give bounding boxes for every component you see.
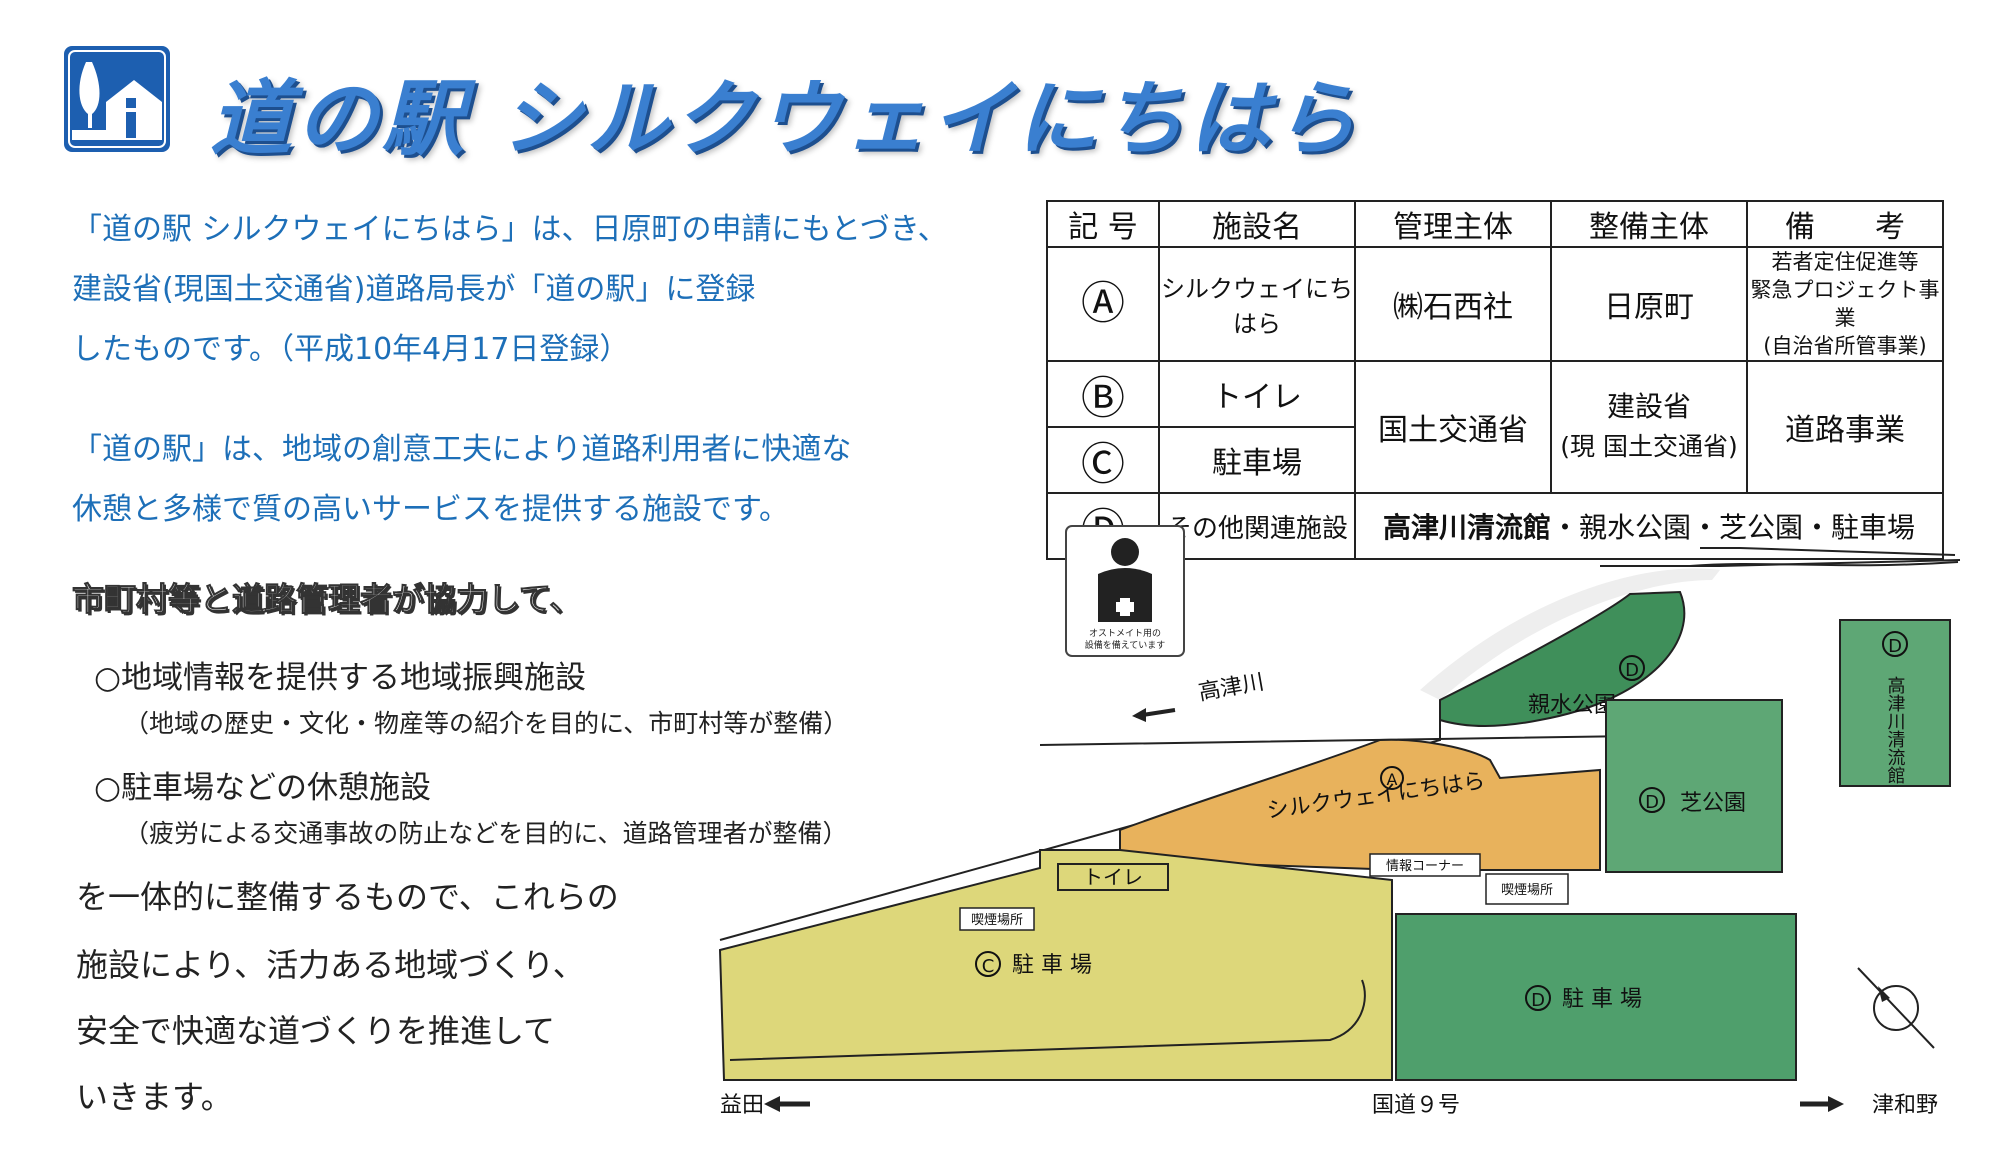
toilet-label: トイレ (1083, 865, 1143, 889)
person-icon (1111, 538, 1139, 566)
symbol-d-shiba: D (1645, 792, 1659, 813)
smoking-label-2: 喫煙場所 (1501, 883, 1553, 898)
parking-d-label: 駐 車 場 (1562, 987, 1642, 1012)
intro-line: 建設省(現国土交通省)道路局長が「道の駅」に登録 (72, 272, 756, 307)
shinsui-park-label: 親水公園 (1528, 693, 1616, 718)
header-note: 備 考 (1746, 200, 1944, 248)
builder-bc-line: (現 国土交通省) (1560, 432, 1738, 461)
builder-a: 日原町 (1550, 246, 1748, 362)
person-body-icon (1098, 568, 1152, 622)
shiba-park-label: 芝公園 (1680, 791, 1746, 816)
facilities-d-main: 高津川清流館 (1382, 511, 1551, 544)
closing-line: を一体的に整備するもので、これらの (76, 878, 619, 916)
intro-line: 「道の駅 シルクウェイにちはら」は、日原町の申請にもとづき、 (72, 212, 948, 247)
ostomate-sign: オストメイト用の 設備を備えています (1065, 525, 1185, 657)
info-corner-label: 情報コーナー (1386, 859, 1464, 874)
symbol-d-parking: D (1531, 990, 1545, 1011)
seiryukan-building (1839, 619, 1951, 787)
station-building-area (1119, 738, 1601, 871)
intro-paragraph-1: 「道の駅 シルクウェイにちはら」は、日原町の申請にもとづき、 建設省(現国土交通… (72, 200, 948, 380)
route-label: 国道９号 (1372, 1093, 1460, 1118)
facility-name-a: シルクウェイにちはら (1158, 246, 1356, 362)
header-manager: 管理主体 (1354, 200, 1552, 248)
shiba-park (1605, 699, 1783, 873)
intro-paragraph-2: 「道の駅」は、地域の創意工夫により道路利用者に快適な 休憩と多様で質の高いサービ… (72, 420, 851, 540)
symbol-d-shinsui: D (1625, 660, 1639, 681)
item-note-rest-facility: （疲労による交通事故の防止などを目的に、道路管理者が整備） (124, 819, 848, 848)
right-destination-label: 津和野 (1872, 1093, 1938, 1118)
symbol-c-parking: C (982, 956, 995, 977)
facilities-d: 高津川清流館・親水公園・芝公園・駐車場 (1354, 492, 1944, 560)
closing-line: 安全で快適な道づくりを推進して (76, 1012, 556, 1050)
facility-name-d: その他関連施設 (1158, 492, 1356, 560)
seiryukan-label: 高津川清流館 (1885, 676, 1906, 784)
ostomate-note-2: 設備を備えています (1085, 639, 1166, 651)
intro-line: 休憩と多様で質の高いサービスを提供する施設です。 (72, 492, 789, 527)
closing-line: いきます。 (76, 1078, 233, 1116)
item-title-regional-facility: ○地域情報を提供する地域振興施設 (94, 660, 587, 696)
symbol-a-station: A (1387, 770, 1398, 789)
builder-bc: 建設省 (現 国土交通省) (1550, 360, 1748, 494)
table-row-b: Ⓑ トイレ 国土交通省 建設省 (現 国土交通省) 道路事業 (1046, 360, 1944, 494)
smoking-label-1: 喫煙場所 (971, 913, 1023, 928)
ostomate-note-1: オストメイト用の (1089, 628, 1161, 639)
table-row-c: Ⓒ 駐車場 (1046, 426, 1943, 494)
symbol-d-seiryukan: D (1888, 636, 1902, 657)
facilities-d-rest: ・親水公園・芝公園・駐車場 (1551, 511, 1916, 544)
parking-d (1395, 913, 1797, 1081)
facility-name-b: トイレ (1158, 360, 1356, 428)
note-a-line: 緊急プロジェクト事業 (1750, 278, 1940, 330)
note-a-line: (自治省所管事業) (1763, 334, 1927, 358)
parking-c (718, 849, 1393, 1081)
facility-name-c: 駐車場 (1158, 426, 1356, 494)
note-a: 若者定住促進等 緊急プロジェクト事業 (自治省所管事業) (1746, 246, 1944, 362)
note-a-line: 若者定住促進等 (1771, 250, 1919, 274)
intro-line: 「道の駅」は、地域の創意工夫により道路利用者に快適な (72, 432, 852, 467)
symbol-c: Ⓒ (1081, 439, 1125, 490)
michi-no-eki-logo-icon (64, 46, 170, 152)
cooperate-heading: 市町村等と道路管理者が協力して、 (71, 580, 582, 619)
header-builder: 整備主体 (1550, 200, 1748, 248)
north-compass-icon (1857, 967, 1935, 1049)
intro-line: したものです。（平成10年4月17日登録） (72, 332, 630, 367)
item-note-regional-facility: （地域の歴史・文化・物産等の紹介を目的に、市町村等が整備） (124, 709, 849, 738)
symbol-a: Ⓐ (1081, 278, 1125, 329)
note-bc: 道路事業 (1746, 360, 1944, 494)
facility-table: 記 号 施設名 管理主体 整備主体 備 考 Ⓐ シルクウェイにちはら ㈱石西社 … (1046, 200, 1944, 560)
left-destination-label: 益田 (720, 1093, 764, 1118)
header-symbol: 記 号 (1046, 200, 1160, 248)
shinsui-park (1439, 590, 1686, 728)
page-title: 道の駅 シルクウェイにちはら (210, 72, 1361, 167)
parking-c-label: 駐 車 場 (1012, 953, 1092, 978)
builder-bc-line: 建設省 (1606, 390, 1691, 423)
manager-bc: 国土交通省 (1354, 360, 1552, 494)
header-facility-name: 施設名 (1158, 200, 1356, 248)
closing-line: 施設により、活力ある地域づくり、 (76, 946, 585, 984)
river-label: 高津川 (1197, 670, 1266, 706)
symbol-b: Ⓑ (1081, 373, 1125, 424)
table-header-row: 記 号 施設名 管理主体 整備主体 備 考 (1046, 200, 1944, 248)
manager-a: ㈱石西社 (1354, 246, 1552, 362)
table-row-a: Ⓐ シルクウェイにちはら ㈱石西社 日原町 若者定住促進等 緊急プロジェクト事業… (1046, 246, 1944, 362)
item-title-rest-facility: ○駐車場などの休憩施設 (94, 770, 432, 806)
